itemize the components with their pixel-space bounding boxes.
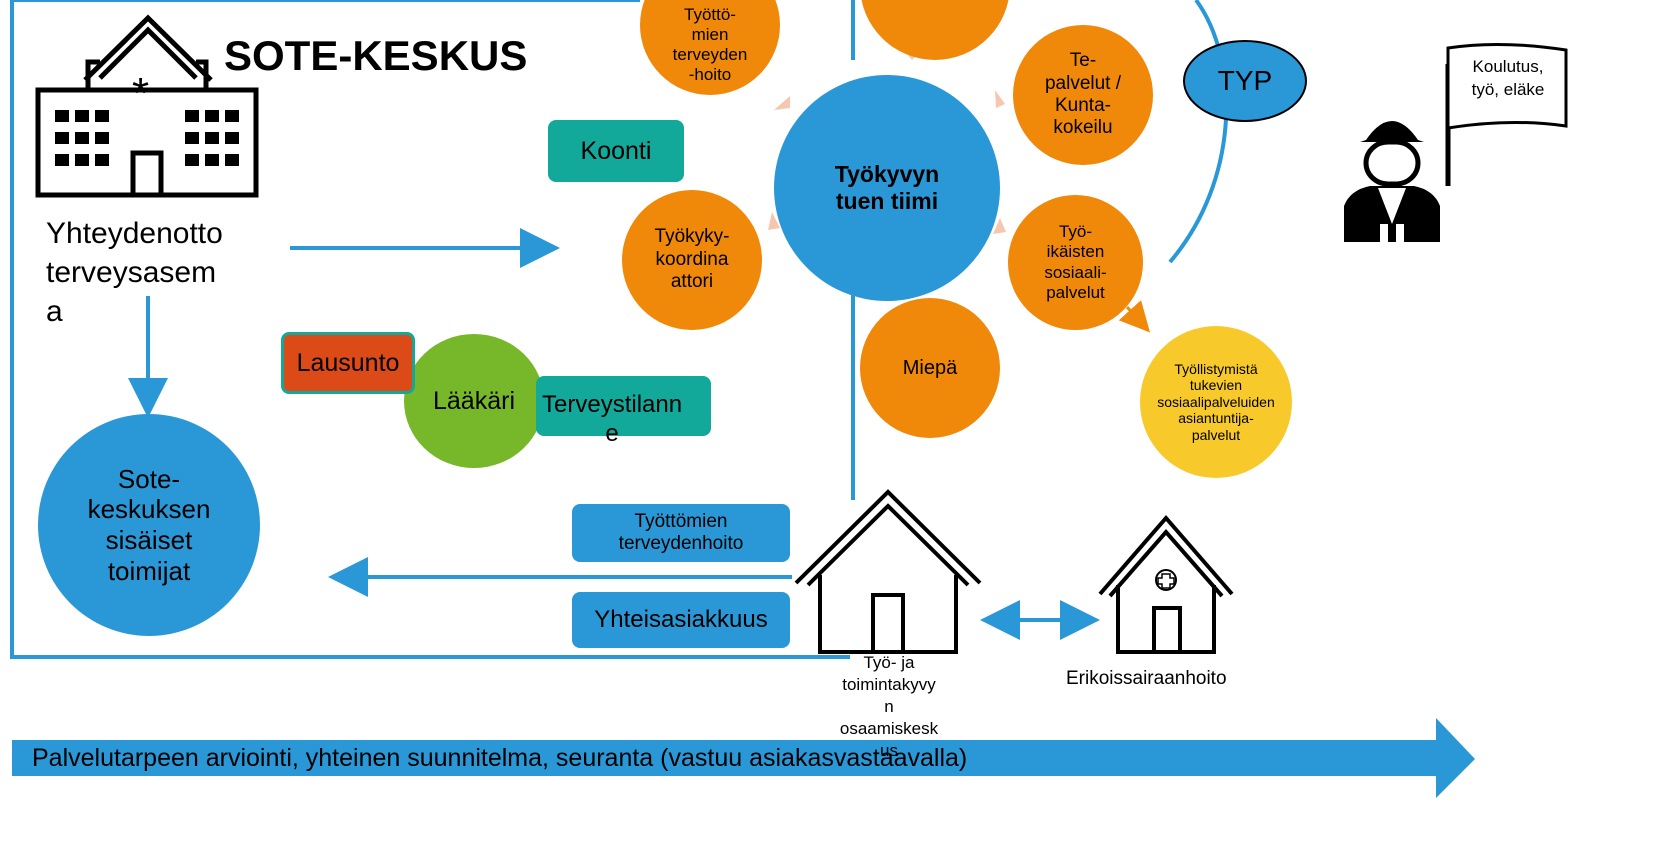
team-arc [1168, 0, 1229, 264]
house-icon [794, 489, 982, 654]
joint-customer-label: Yhteisasiakkuus [594, 606, 768, 633]
working-age-social-label: Työ- ikäisten sosiaali- palvelut [1044, 222, 1107, 302]
te-services-circle: Te- palvelut / Kunta- kokeilu [1013, 25, 1153, 165]
employment-experts-circle: Työllistymistä tukevien sosiaalipalvelui… [1140, 326, 1292, 478]
specialist-care-label: Erikoissairaanhoito [1066, 668, 1227, 689]
miepa-label: Miepä [902, 356, 958, 379]
team-circle: Työkyvyn tuen tiimi [774, 75, 1000, 301]
flag-label: Koulutus, työ, eläke [1471, 57, 1545, 99]
internal-actors-label: Sote- keskuksen sisäiset toimijat [87, 463, 211, 586]
working-age-social-circle: Työ- ikäisten sosiaali- palvelut [1008, 195, 1143, 330]
contact-label: Yhteydenotto terveysasem a [46, 217, 223, 328]
koonti-box: Koonti [548, 120, 684, 182]
arrow-to-experts [1118, 300, 1151, 333]
hospital-windows-icon [55, 110, 239, 166]
terveystilanne-box: Terveystilann e [536, 376, 711, 447]
coordinator-circle: Työkyky- koordina attori [622, 190, 762, 330]
bottom-arrow-label: Palvelutarpeen arviointi, yhteinen suunn… [32, 744, 968, 772]
team-label: Työkyvyn tuen tiimi [834, 160, 940, 214]
unemployed-health-label: Työttö- mien terveyden -hoito [672, 4, 748, 85]
laakari-circle: Lääkäri [404, 334, 544, 468]
asterisk-icon: * [132, 69, 149, 118]
hospital-building-icon [35, 14, 259, 198]
worker-helmet-icon [1344, 108, 1440, 242]
sote-frame [10, 0, 850, 659]
koonti-label: Koonti [580, 136, 652, 165]
laakari-label: Lääkäri [433, 386, 515, 415]
typ-label: TYP [1217, 65, 1273, 96]
te-services-label: Te- palvelut / Kunta- kokeilu [1044, 50, 1122, 139]
coordinator-label: Työkyky- koordina attori [654, 226, 730, 293]
flag-icon [1445, 42, 1568, 186]
unemployed-health-box-label: Työttömien terveydenhoito [618, 510, 744, 554]
employment-experts-label: Työllistymistä tukevien sosiaalipalvelui… [1157, 360, 1275, 443]
miepa-circle: Miepä [860, 298, 1000, 438]
bottom-arrow-shape [12, 718, 1475, 798]
terveystilanne-label: Terveystilann e [542, 391, 683, 448]
hospital-house-icon [1098, 514, 1234, 654]
typ-ellipse: TYP [1183, 40, 1307, 122]
lausunto-label: Lausunto [296, 348, 400, 377]
competence-center-label: Työ- ja toimintakyvy n osaamiskesk us [839, 653, 939, 761]
joint-customer-box: Yhteisasiakkuus [572, 592, 790, 648]
page-title: SOTE-KESKUS [224, 32, 528, 79]
internal-actors-circle: Sote- keskuksen sisäiset toimijat [38, 414, 260, 636]
unemployed-health-box: Työttömien terveydenhoito [572, 504, 790, 562]
lausunto-box: Lausunto [281, 332, 415, 394]
